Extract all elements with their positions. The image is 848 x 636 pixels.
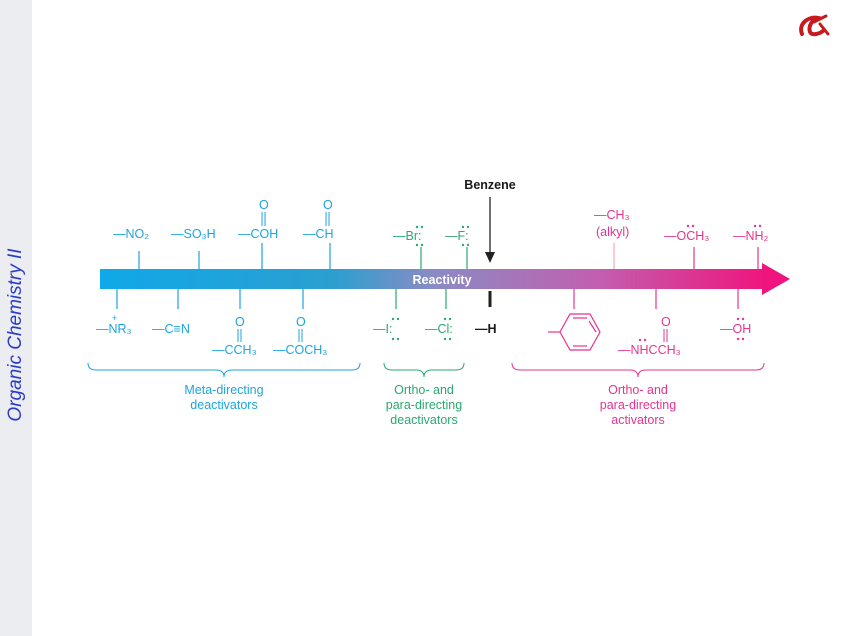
fluoro-group: —F:	[445, 229, 469, 243]
ortho-deact-group-label: Ortho- and para-directing deactivators	[386, 383, 462, 427]
ester-group: —COCH₃	[273, 343, 327, 357]
plus-charge: +	[112, 313, 117, 323]
aldehyde-group: —CH	[303, 227, 334, 241]
amide-group: —NHCCH₃	[618, 343, 681, 357]
svg-text:O: O	[323, 198, 333, 212]
bromo-group: —Br:	[393, 229, 421, 243]
lone-pair-dots-amide-icon	[638, 338, 647, 342]
nitrile-group: —C≡N	[152, 322, 190, 336]
ortho-deact-brace	[383, 362, 465, 378]
carbonyl-o-cooh-icon: O	[259, 198, 269, 226]
carboxylic-group: —COH	[238, 227, 278, 241]
svg-text:O: O	[259, 198, 269, 212]
amino-group: —NH₂	[733, 229, 769, 243]
carbonyl-o-amide-icon: O	[661, 315, 671, 342]
lone-pair-dots-icon	[415, 225, 470, 247]
meta-group-label: Meta-directing deactivators	[184, 383, 263, 412]
svg-text:O: O	[296, 315, 306, 329]
meta-brace	[87, 362, 361, 378]
meta-label-line: deactivators	[190, 398, 257, 412]
phenyl-ring-icon	[548, 313, 601, 351]
hydroxyl-group: —OH	[720, 322, 751, 336]
logo-icon	[799, 14, 830, 37]
activator-brace	[511, 362, 765, 378]
methyl-group: —CH₃	[594, 208, 630, 222]
benzene-label: Benzene	[464, 178, 515, 192]
nitro-group: —NO₂	[113, 227, 149, 241]
svg-text:O: O	[661, 315, 671, 329]
sulfonic-group: —SO₃H	[171, 227, 216, 241]
activator-label-line: activators	[611, 413, 665, 427]
reactivity-arrow	[100, 263, 790, 295]
iodo-group: —I:	[373, 322, 392, 336]
activator-label-line: Ortho- and	[608, 383, 668, 397]
activator-group-label: Ortho- and para-directing activators	[600, 383, 676, 427]
carbonyl-o-cho-icon: O	[323, 198, 333, 226]
axis-label: Reactivity	[412, 273, 471, 287]
sidebar: Organic Chemistry II	[0, 0, 32, 636]
carbonyl-o-ester-icon: O	[296, 315, 306, 342]
benzene-h: —H	[475, 322, 497, 336]
methoxy-group: —OCH₃	[664, 229, 709, 243]
svg-text:O: O	[235, 315, 245, 329]
ammonium-group: —NR₃	[96, 322, 132, 336]
chloro-group: —Cl:	[425, 322, 453, 336]
lone-pair-dots-pink-icon	[686, 224, 762, 228]
carbonyl-o-ketone-icon: O	[235, 315, 245, 342]
ketone-group: —CCH₃	[212, 343, 257, 357]
benzene-pointer-icon	[485, 197, 495, 307]
activator-label-line: para-directing	[600, 398, 676, 412]
ortho-deact-label-line: deactivators	[390, 413, 457, 427]
alkyl-note: (alkyl)	[596, 225, 629, 239]
lone-pair-dots-green-icon	[391, 317, 452, 341]
lone-pair-dots-oh-icon	[736, 317, 745, 341]
ortho-deact-label-line: Ortho- and	[394, 383, 454, 397]
ortho-deact-label-line: para-directing	[386, 398, 462, 412]
meta-label-line: Meta-directing	[184, 383, 263, 397]
